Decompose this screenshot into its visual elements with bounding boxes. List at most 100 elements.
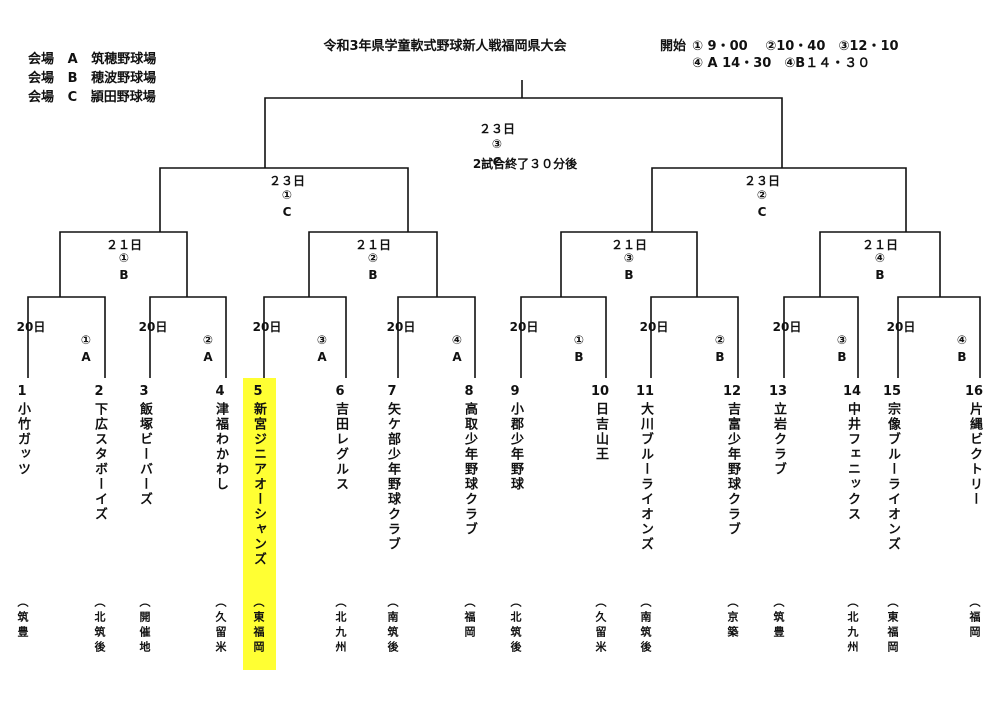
team-region: （南筑後 (639, 596, 652, 656)
team-name: 日吉山王 (593, 402, 608, 462)
team-name: 吉田レグルス (333, 402, 348, 492)
venue-name: 筑穂野球場 (91, 52, 157, 67)
team-number: 6 (335, 384, 345, 399)
round1-game-number: ① (573, 333, 585, 347)
round1-bracket (149, 296, 227, 378)
team-number: 9 (510, 384, 520, 399)
round1-bracket (897, 296, 981, 378)
round1-game-number: ③ (836, 333, 848, 347)
venue-label: 会場 (28, 52, 55, 67)
team-number: 2 (94, 384, 104, 399)
round1-game-number: ③ (316, 333, 328, 347)
start-times-label: 開始 (660, 39, 687, 54)
semifinal-date: ２３日 (268, 174, 306, 188)
team-number: 14 (842, 384, 862, 399)
round2-game-number: ④ (874, 251, 886, 265)
team-number: 15 (882, 384, 902, 399)
round2-date: ２１日 (610, 238, 648, 252)
team-number: 8 (464, 384, 474, 399)
round1-venue: B (715, 350, 725, 364)
venue-b: 会場 B 穂波野球場 (28, 67, 156, 86)
round1-date: 20日 (639, 320, 669, 334)
round1-venue: B (837, 350, 847, 364)
semifinal-bracket (651, 167, 907, 232)
team-number: 11 (635, 384, 655, 399)
venue-c: 会場 C 頴田野球場 (28, 86, 156, 105)
round2-game-number: ③ (623, 251, 635, 265)
round2-bracket (819, 231, 941, 297)
round2-bracket (560, 231, 698, 297)
round2-game-number: ② (367, 251, 379, 265)
round1-game-number: ④ (451, 333, 463, 347)
venue-code: A (67, 52, 78, 67)
round2-venue: B (875, 268, 885, 282)
team-region: （久留米 (214, 596, 227, 656)
team-region: （東福岡 (252, 596, 265, 656)
venue-label: 会場 (28, 71, 55, 86)
team-name: 中井フェニックス (845, 402, 860, 522)
team-region: （京築 (726, 596, 739, 641)
semifinal-game-number: ② (756, 188, 768, 202)
semifinal-venue: C (282, 205, 292, 219)
round2-venue: B (119, 268, 129, 282)
venue-name: 頴田野球場 (90, 90, 156, 105)
team-region: （福岡 (463, 596, 476, 641)
final-date: ２３日 (478, 122, 516, 136)
team-number: 3 (139, 384, 149, 399)
final-game-number: ③ (491, 137, 503, 151)
team-name: 新宮ジニアオーシャンズ (251, 402, 266, 567)
team-region: （東福岡 (886, 596, 899, 656)
team-name: 吉富少年野球クラブ (725, 402, 740, 537)
team-name: 大川ブルーライオンズ (638, 402, 653, 552)
round2-date: ２１日 (105, 238, 143, 252)
venue-label: 会場 (28, 90, 55, 105)
round2-game-number: ① (118, 251, 130, 265)
semifinal-game-number: ① (281, 188, 293, 202)
team-number: 13 (768, 384, 788, 399)
team-name: 片縄ビクトリー (967, 402, 982, 507)
team-name: 下広スタボーイズ (92, 402, 107, 522)
team-region: （筑豊 (772, 596, 785, 641)
round1-venue: B (957, 350, 967, 364)
team-name: 飯塚ビーバーズ (137, 402, 152, 507)
round1-venue: A (81, 350, 91, 364)
round1-date: 20日 (509, 320, 539, 334)
round1-game-number: ② (202, 333, 214, 347)
team-region: （開催地 (138, 596, 151, 656)
round1-date: 20日 (252, 320, 282, 334)
team-region: （南筑後 (386, 596, 399, 656)
round1-bracket (397, 296, 476, 378)
team-name: 矢ケ部少年野球クラブ (385, 402, 400, 552)
final-note: 2試合終了３０分後 (472, 157, 578, 171)
team-number: 7 (387, 384, 397, 399)
round2-date: ２１日 (861, 238, 899, 252)
team-region: （筑豊 (16, 596, 29, 641)
round1-venue: B (574, 350, 584, 364)
team-number: 12 (722, 384, 742, 399)
venue-code: C (67, 90, 78, 105)
team-region: （福岡 (968, 596, 981, 641)
team-name: 立岩クラブ (771, 402, 786, 477)
team-name: 小竹ガッツ (15, 402, 30, 477)
round2-bracket (59, 231, 188, 297)
round1-date: 20日 (138, 320, 168, 334)
final-bracket (264, 97, 783, 168)
team-region: （北九州 (334, 596, 347, 656)
team-region: （北九州 (846, 596, 859, 656)
venue-name: 穂波野球場 (91, 71, 157, 86)
round1-bracket (263, 296, 347, 378)
team-number: 1 (17, 384, 27, 399)
venue-code: B (67, 71, 78, 86)
team-number: 5 (253, 384, 263, 399)
venue-a: 会場 A 筑穂野球場 (28, 48, 156, 67)
team-region: （北筑後 (509, 596, 522, 656)
final-venue: C (492, 155, 502, 169)
round1-date: 20日 (386, 320, 416, 334)
round1-bracket (783, 296, 859, 378)
document-title: 令和3年県学童軟式野球新人戦福岡県大会 (323, 39, 567, 54)
round2-venue: B (368, 268, 378, 282)
team-name: 津福わかわし (213, 402, 228, 492)
round1-date: 20日 (772, 320, 802, 334)
